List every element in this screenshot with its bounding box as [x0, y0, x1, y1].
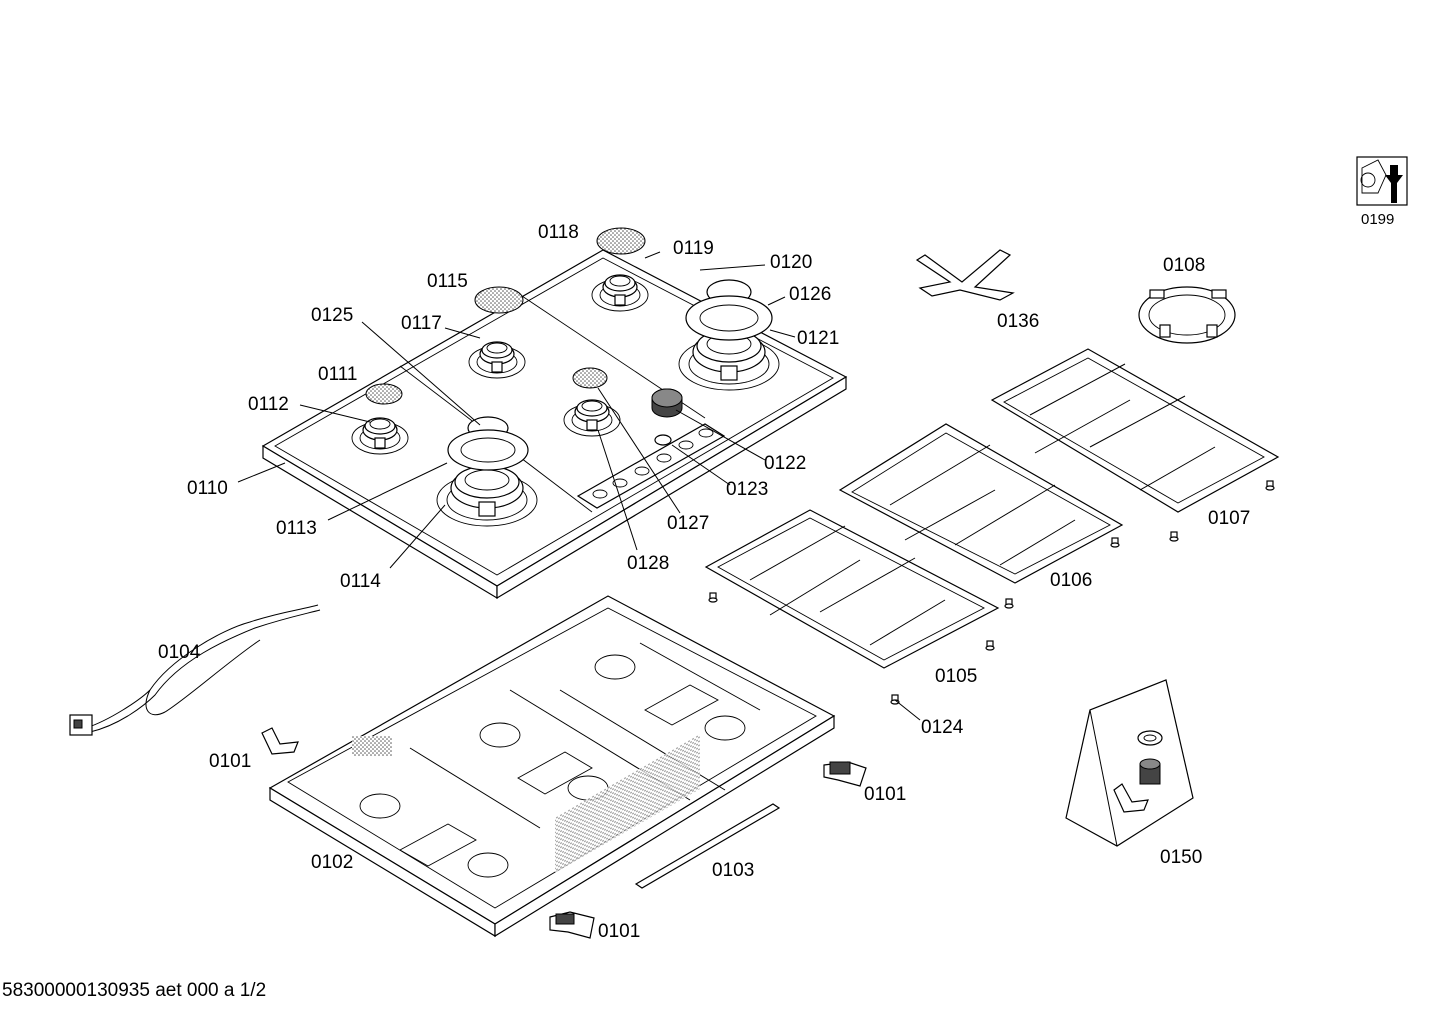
accessory-bag-0150	[1065, 679, 1194, 847]
label-0118: 0118	[538, 222, 579, 243]
clip-0101-left	[261, 727, 299, 755]
label-0121: 0121	[797, 328, 839, 349]
housing-tray-0102	[268, 595, 836, 938]
label-0101-right: 0101	[864, 784, 906, 805]
control-knob	[651, 388, 683, 418]
label-0101-bottom: 0101	[598, 921, 640, 942]
pan-support-0106	[838, 423, 1124, 609]
label-0101-left: 0101	[209, 751, 251, 772]
power-cable-0104	[69, 604, 321, 736]
label-0126: 0126	[789, 284, 831, 305]
seal-strip-0103	[634, 803, 781, 889]
burner-cap-0127	[572, 367, 608, 389]
pan-support-0105	[704, 509, 1000, 705]
label-0123: 0123	[726, 479, 768, 500]
label-0127: 0127	[667, 513, 709, 534]
label-0115: 0115	[427, 271, 468, 292]
label-0120: 0120	[770, 252, 812, 273]
wrench-icon	[1356, 156, 1408, 206]
burner-cap-0115	[474, 286, 524, 314]
flame-ring-0125	[447, 429, 529, 471]
label-0105: 0105	[935, 666, 977, 687]
label-0117: 0117	[401, 313, 442, 334]
label-0150: 0150	[1160, 847, 1202, 868]
flame-ring-0126	[685, 295, 773, 341]
label-0108: 0108	[1163, 255, 1205, 276]
label-0104: 0104	[158, 642, 201, 663]
label-0125: 0125	[311, 305, 353, 326]
label-0103: 0103	[712, 860, 754, 881]
label-0119: 0119	[673, 238, 714, 259]
label-0128: 0128	[627, 553, 669, 574]
burner-cap-0111	[365, 383, 403, 405]
pan-support-0107	[990, 348, 1280, 542]
label-0136: 0136	[997, 311, 1039, 332]
label-0113: 0113	[276, 518, 317, 539]
label-0112: 0112	[248, 394, 289, 415]
leader-lines	[237, 251, 921, 721]
label-0106: 0106	[1050, 570, 1092, 591]
clip-0101-right	[823, 761, 867, 787]
wok-trivet-0136	[915, 249, 1015, 301]
label-0124: 0124	[921, 717, 964, 738]
label-0111: 0111	[318, 364, 357, 385]
label-0110: 0110	[187, 478, 228, 499]
label-0122: 0122	[764, 453, 806, 474]
label-0199: 0199	[1361, 211, 1394, 228]
wok-ring-0108	[1138, 286, 1236, 344]
label-0102: 0102	[311, 852, 353, 873]
label-0114: 0114	[340, 571, 381, 592]
clip-0101-bottom	[549, 911, 595, 939]
document-footer-id: 58300000130935 aet 000 a 1/2	[2, 980, 267, 1001]
label-0107: 0107	[1208, 508, 1250, 529]
burner-cap-0118	[596, 227, 646, 255]
